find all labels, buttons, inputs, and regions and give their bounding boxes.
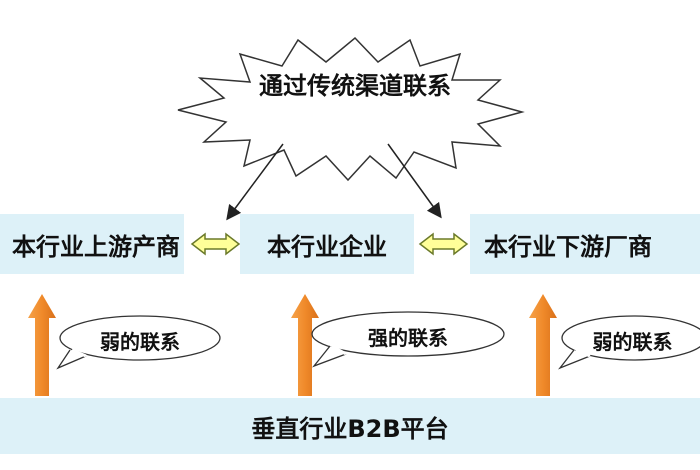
node-enterprise-label: 本行业企业 (267, 232, 387, 261)
node-downstream-label: 本行业下游厂商 (484, 232, 652, 261)
node-upstream-label: 本行业上游产商 (12, 232, 180, 261)
arrow-to-enterprise (226, 143, 284, 221)
link-strong-label: 强的联系 (368, 326, 448, 350)
orange-arrow-right (529, 294, 557, 396)
link-weak-left-label: 弱的联系 (100, 330, 180, 354)
node-downstream: 本行业下游厂商 (470, 214, 700, 274)
node-platform: 垂直行业B2B平台 (0, 398, 700, 454)
orange-arrow-left (28, 294, 56, 396)
double-arrow-right (418, 232, 469, 256)
orange-arrow-center (291, 294, 319, 396)
double-arrow-left (190, 232, 241, 256)
burst-shape (177, 36, 525, 182)
arrow-to-downstream (387, 143, 442, 219)
node-upstream: 本行业上游产商 (0, 214, 184, 274)
link-weak-right-label: 弱的联系 (592, 330, 673, 354)
burst-label: 通过传统渠道联系 (259, 72, 451, 100)
node-enterprise: 本行业企业 (240, 214, 414, 274)
node-platform-label: 垂直行业B2B平台 (251, 414, 449, 443)
